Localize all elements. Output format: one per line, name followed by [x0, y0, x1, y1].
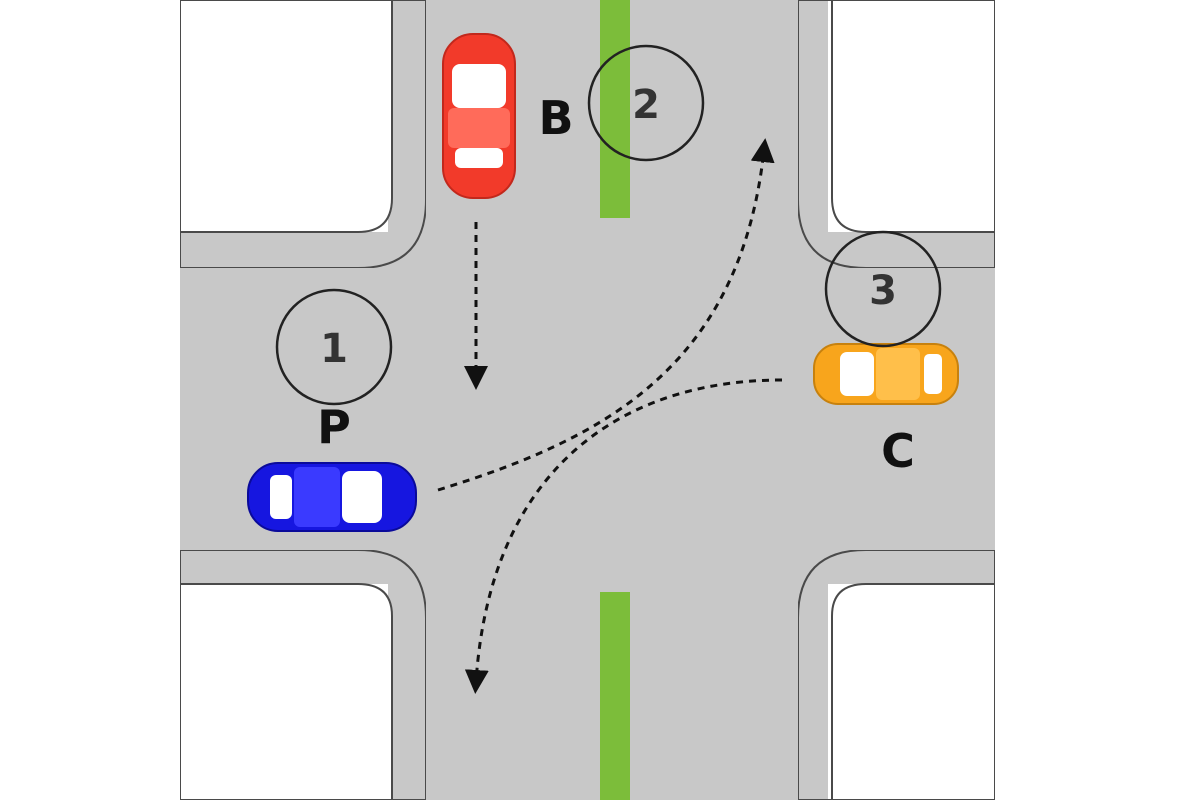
corner-top-left [179, 0, 393, 233]
marker-3: 3 [824, 230, 942, 348]
marker-1: 1 [275, 288, 393, 406]
median-bottom [600, 592, 630, 800]
corner-top-right [831, 0, 996, 233]
car-c [813, 343, 959, 405]
path-c-left-turn [464, 378, 783, 694]
path-p-left-turn [437, 138, 775, 492]
median-top [600, 0, 630, 218]
marker-2: 2 [587, 44, 705, 162]
corner-bottom-left [179, 583, 393, 800]
car-p [247, 462, 417, 532]
car-label-b: B [538, 91, 573, 145]
car-b [442, 33, 516, 199]
corner-bottom-right [831, 583, 996, 800]
car-label-p: P [317, 400, 351, 454]
marker-3-label: 3 [869, 268, 897, 314]
car-label-c: C [881, 424, 915, 478]
marker-1-label: 1 [320, 326, 348, 372]
vehicle-paths [437, 138, 783, 694]
marker-2-label: 2 [632, 82, 660, 128]
